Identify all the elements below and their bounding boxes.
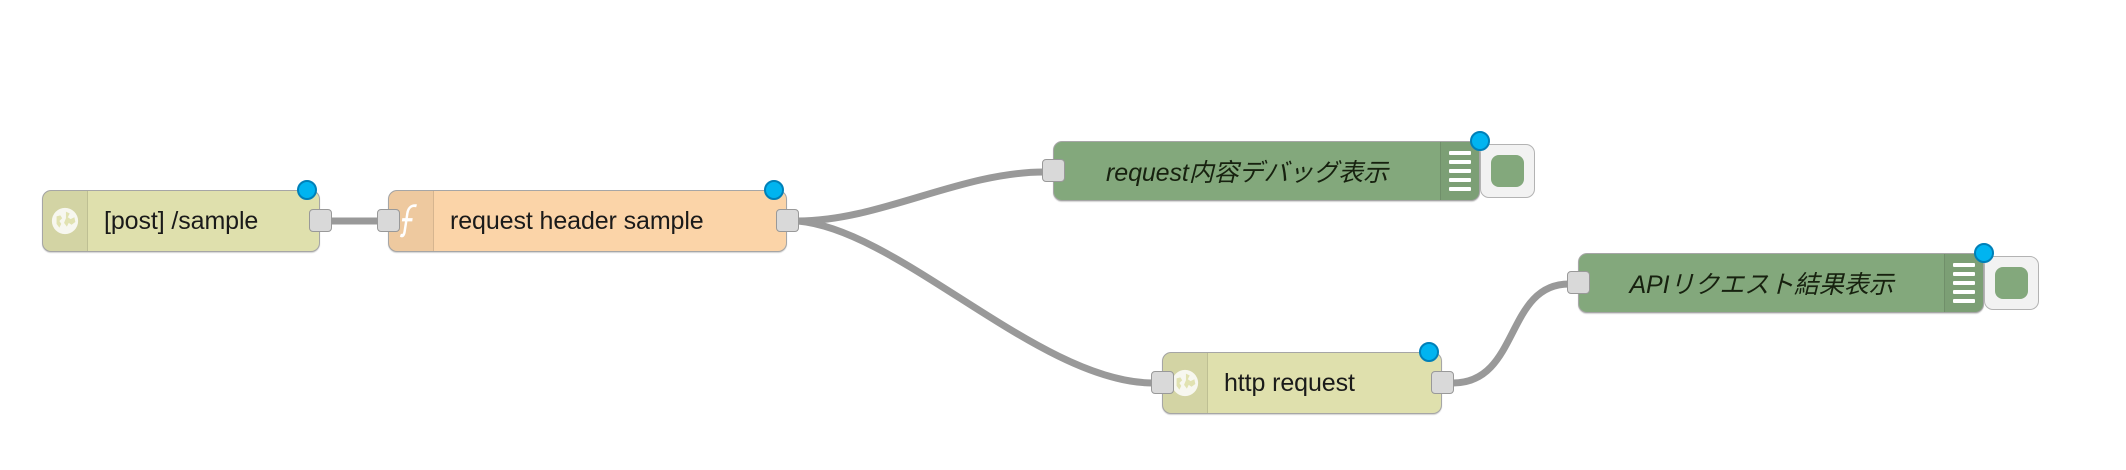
node-debug-api-label: APIリクエスト結果表示 xyxy=(1629,271,1894,299)
node-function-label: request header sample xyxy=(450,206,704,235)
node-function-output-port[interactable] xyxy=(776,209,799,232)
debug-lines-icon xyxy=(1944,254,1983,312)
node-http-in-label: [post] /sample xyxy=(104,206,259,235)
node-debug-api-input-port[interactable] xyxy=(1567,271,1590,294)
node-debug-api-toggle-button[interactable] xyxy=(1984,256,2039,310)
debug-lines-icon xyxy=(1440,142,1479,200)
debug-toggle-indicator xyxy=(1491,154,1524,188)
globe-icon xyxy=(1171,369,1199,397)
node-debug-request-input-port[interactable] xyxy=(1042,159,1065,182)
node-http-request-label: http request xyxy=(1224,368,1355,397)
function-f-icon xyxy=(399,204,417,238)
node-debug-request-label: request内容デバッグ表示 xyxy=(1106,159,1388,187)
node-debug-request-toggle-button[interactable] xyxy=(1480,144,1535,198)
node-function[interactable]: request header sample xyxy=(388,190,787,252)
node-http-request-input-port[interactable] xyxy=(1151,371,1174,394)
node-function-input-port[interactable] xyxy=(377,209,400,232)
node-http-in-status-dot xyxy=(297,180,317,200)
node-debug-api[interactable]: APIリクエスト結果表示 xyxy=(1578,253,1984,313)
wire-function-to-httprequest xyxy=(794,217,1157,387)
node-http-request-output-port[interactable] xyxy=(1431,371,1454,394)
debug-toggle-indicator xyxy=(1995,266,2028,300)
node-function-status-dot xyxy=(764,180,784,200)
node-http-in-output-port[interactable] xyxy=(309,209,332,232)
node-debug-request[interactable]: request内容デバッグ表示 xyxy=(1053,141,1480,201)
wire-httprequest-to-debugapi xyxy=(1449,280,1573,387)
globe-icon xyxy=(51,207,79,235)
node-http-request[interactable]: http request xyxy=(1162,352,1442,414)
node-http-in[interactable]: [post] /sample xyxy=(42,190,320,252)
node-debug-api-status-dot xyxy=(1974,243,1994,263)
node-debug-request-status-dot xyxy=(1470,131,1490,151)
globe-icon-cell xyxy=(43,191,88,251)
node-http-request-status-dot xyxy=(1419,342,1439,362)
wire-function-to-debug xyxy=(794,168,1048,225)
